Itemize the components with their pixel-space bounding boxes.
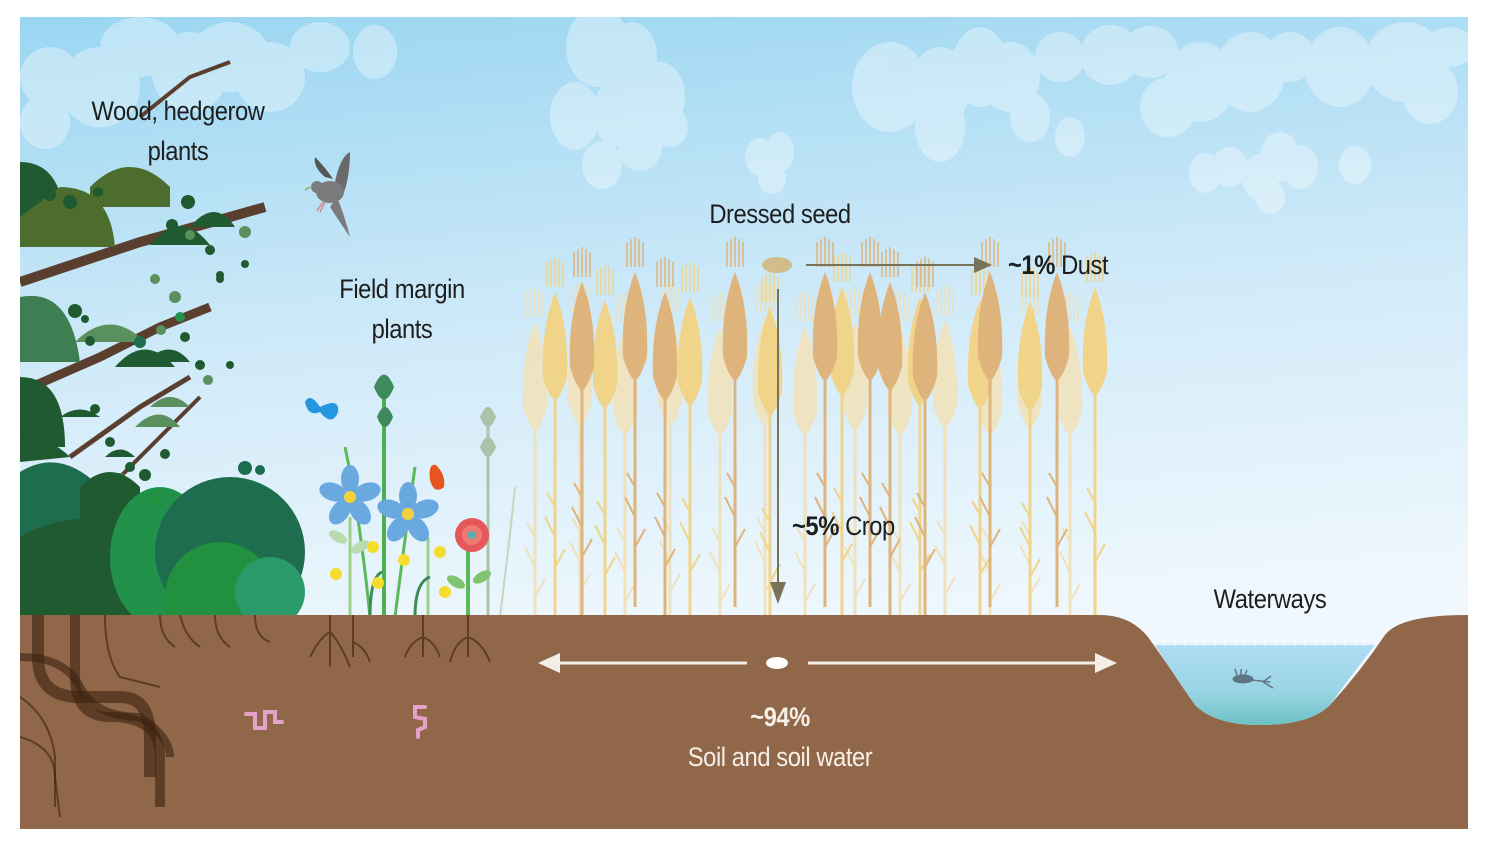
waterway — [1155, 645, 1375, 725]
label-field-margin-line2: plants — [371, 314, 433, 344]
seed-icon — [766, 657, 788, 669]
soil-text: Soil and soil water — [687, 742, 873, 772]
crop-text: Crop — [838, 511, 895, 541]
label-dressed-seed: Dressed seed — [709, 199, 851, 229]
label-wood-line1: Wood, hedgerow — [91, 96, 265, 126]
label-waterways: Waterways — [1213, 584, 1327, 614]
crop-percent: ~5% — [792, 511, 839, 541]
dust-text: Dust — [1054, 250, 1109, 280]
label-dust: ~1% Dust — [1008, 245, 1109, 285]
soil-percent: ~94% — [750, 702, 810, 732]
arrow-icon — [770, 257, 992, 604]
label-wood-hedgerow: Wood, hedgerow plants — [72, 91, 283, 171]
label-field-margin-line1: Field margin — [339, 274, 465, 304]
soil-ground — [20, 615, 1468, 829]
label-crop: ~5% Crop — [792, 506, 895, 546]
scene-illustration — [20, 17, 1468, 829]
label-soil: ~94% Soil and soil water — [648, 697, 912, 777]
butterfly-icon — [305, 398, 445, 490]
label-wood-line2: plants — [147, 136, 209, 166]
label-field-margin: Field margin plants — [314, 269, 490, 349]
arrow-icon — [538, 653, 1117, 673]
bird-icon — [304, 152, 350, 237]
root-system — [20, 614, 491, 818]
diagram-canvas: Wood, hedgerow plants Field margin plant… — [20, 17, 1468, 829]
flower-icon — [319, 465, 489, 598]
worm-icon — [244, 705, 427, 739]
larva-icon — [1232, 668, 1274, 689]
field-margin-plants — [328, 374, 516, 618]
seed-icon — [762, 257, 792, 273]
clouds — [20, 17, 1468, 214]
dust-percent: ~1% — [1008, 250, 1055, 280]
